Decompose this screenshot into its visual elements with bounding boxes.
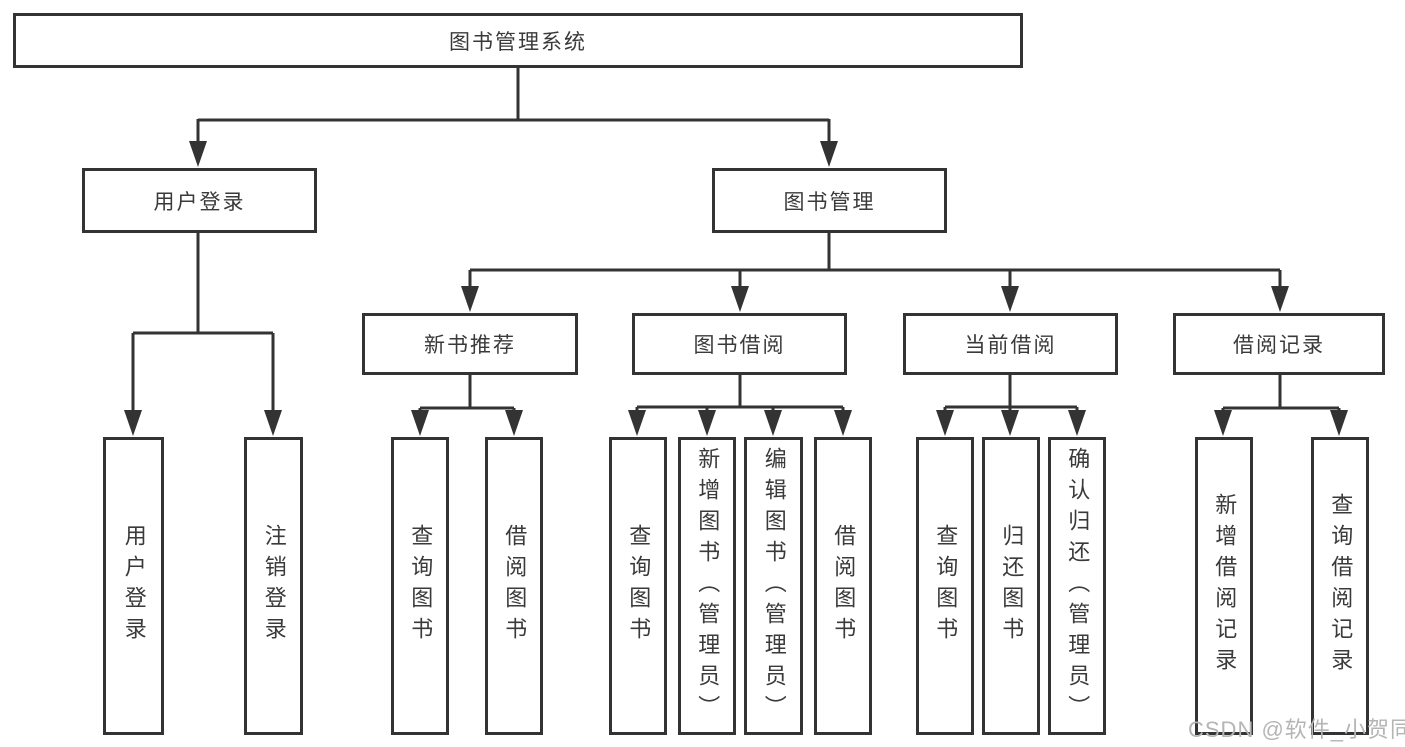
connector-book-borrow-to-children — [628, 375, 852, 436]
leaf-label: 查询图书 — [626, 524, 652, 648]
arrowhead-icon — [936, 410, 954, 436]
connector-new-book-to-children — [411, 375, 523, 436]
leaf-logout: 注销登录 — [244, 437, 303, 735]
leaf-return-books: 归还图书 — [982, 437, 1040, 735]
node-label: 借阅记录 — [1233, 334, 1325, 357]
leaf-label: 查询图书 — [408, 524, 434, 648]
leaf-borrow-books: 借阅图书 — [814, 437, 872, 735]
node-current-borrow: 当前借阅 — [903, 313, 1118, 375]
connector-book-management-to-level3 — [461, 233, 1289, 312]
arrowhead-icon — [834, 410, 852, 436]
leaf-borrow-books: 借阅图书 — [485, 437, 543, 735]
arrowhead-icon — [820, 141, 838, 167]
connector-line — [635, 375, 845, 417]
connector-current-borrow-to-children — [936, 375, 1086, 436]
leaf-query-borrow-record: 查询借阅记录 — [1311, 437, 1369, 735]
arrowhead-icon — [1214, 410, 1232, 436]
node-label: 用户登录 — [153, 190, 246, 214]
arrowhead-icon — [1271, 286, 1289, 312]
leaf-query-books: 查询图书 — [916, 437, 974, 735]
node-borrow-record: 借阅记录 — [1173, 313, 1385, 375]
arrowhead-icon — [1001, 286, 1019, 312]
leaf-label: 编辑图书（管理员） — [761, 446, 787, 726]
arrowhead-icon — [698, 410, 716, 436]
node-label: 当前借阅 — [964, 334, 1057, 357]
node-label: 图书借阅 — [693, 334, 786, 357]
arrowhead-icon — [1330, 410, 1348, 436]
arrowhead-icon — [264, 410, 282, 436]
leaf-query-books: 查询图书 — [609, 437, 667, 735]
connector-borrow-record-to-children — [1214, 375, 1348, 436]
connector-line — [196, 68, 831, 148]
connector-line — [1221, 375, 1341, 417]
arrowhead-icon — [1068, 410, 1086, 436]
arrowhead-icon — [764, 410, 782, 436]
leaf-label: 注销登录 — [261, 524, 287, 648]
connector-root-to-level2 — [189, 68, 838, 167]
leaf-label: 查询图书 — [933, 524, 959, 648]
node-label: 图书管理 — [783, 190, 876, 214]
node-book-borrow: 图书借阅 — [632, 313, 847, 375]
csdn-watermark: CSDN @软件_小贺同学 — [1188, 717, 1405, 742]
arrowhead-icon — [731, 286, 749, 312]
leaf-label: 新增图书（管理员） — [695, 446, 721, 726]
leaf-label: 借阅图书 — [831, 524, 857, 648]
connector-line — [418, 375, 516, 417]
leaf-label: 借阅图书 — [502, 524, 528, 648]
node-user-login: 用户登录 — [82, 168, 317, 233]
leaf-confirm-return-admin: 确认归还（管理员） — [1048, 437, 1106, 735]
connector-line — [131, 233, 275, 417]
leaf-label: 确认归还（管理员） — [1065, 446, 1091, 726]
connector-line — [468, 233, 1282, 293]
leaf-label: 归还图书 — [999, 524, 1025, 648]
arrowhead-icon — [461, 286, 479, 312]
leaf-label: 新增借阅记录 — [1212, 493, 1238, 679]
leaf-add-books-admin: 新增图书（管理员） — [678, 437, 736, 735]
leaf-add-borrow-record: 新增借阅记录 — [1195, 437, 1253, 735]
arrowhead-icon — [1001, 410, 1019, 436]
node-label: 图书管理系统 — [449, 30, 587, 54]
arrowhead-icon — [628, 410, 646, 436]
arrowhead-icon — [505, 410, 523, 436]
leaf-label: 用户登录 — [121, 524, 147, 648]
arrowhead-icon — [189, 141, 207, 167]
leaf-edit-books-admin: 编辑图书（管理员） — [744, 437, 803, 735]
leaf-query-books: 查询图书 — [391, 437, 449, 735]
node-label: 新书推荐 — [424, 334, 516, 357]
node-book-management: 图书管理 — [712, 168, 947, 233]
connector-user-login-to-children — [124, 233, 282, 436]
leaf-label: 查询借阅记录 — [1328, 493, 1354, 679]
node-library-management-system: 图书管理系统 — [13, 13, 1023, 68]
leaf-user-login: 用户登录 — [103, 437, 164, 735]
arrowhead-icon — [124, 410, 142, 436]
arrowhead-icon — [411, 410, 429, 436]
node-new-book-recommend: 新书推荐 — [362, 313, 578, 375]
